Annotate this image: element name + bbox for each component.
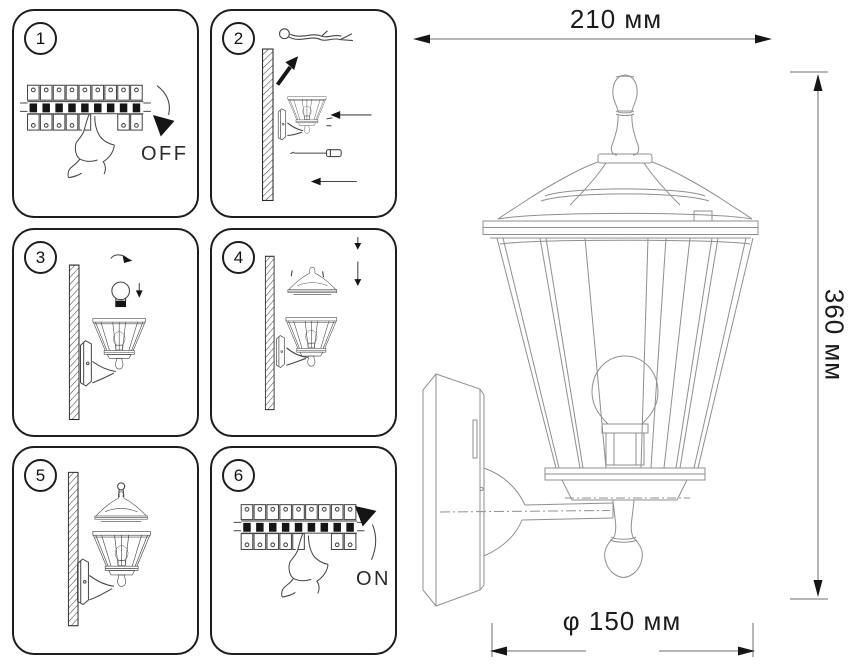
step-number: 6 xyxy=(233,465,244,485)
roof-lid-drawing xyxy=(287,266,338,295)
step1-breaker-off-drawing xyxy=(19,84,175,179)
step-number-badge: 3 xyxy=(24,241,57,274)
finial-drawing xyxy=(117,482,126,498)
breaker-strip-drawing xyxy=(233,504,365,598)
off-arrow-icon xyxy=(152,85,175,137)
roof-drawing xyxy=(482,161,759,239)
step-number-badge: 2 xyxy=(222,22,255,55)
mounting-plate-drawing xyxy=(77,558,114,606)
lantern-body-drawing xyxy=(92,530,151,587)
width-dimension-line xyxy=(413,34,772,44)
step6-breaker-on-drawing xyxy=(233,504,377,598)
lantern-body-drawing xyxy=(92,318,146,370)
step4-lid-drawing xyxy=(264,237,362,411)
height-dimension-line xyxy=(790,71,828,600)
width-dimension-label: 210 мм xyxy=(569,4,663,34)
step-panel-3: 3 xyxy=(12,228,199,437)
step-number: 3 xyxy=(35,247,46,267)
wall-section-drawing xyxy=(264,255,275,411)
step-panel-1: 1 OFF xyxy=(12,9,199,218)
lantern-technical-drawing xyxy=(413,34,828,657)
down-arrow-icon xyxy=(135,283,143,298)
wall-section-drawing xyxy=(68,264,80,421)
down-arrows-icon xyxy=(354,237,362,287)
off-label: OFF xyxy=(141,143,189,165)
step-panel-6: 6 ON xyxy=(210,446,397,655)
step-number-badge: 4 xyxy=(222,241,255,274)
step-number: 5 xyxy=(35,465,46,485)
screwdriver-icon xyxy=(290,149,342,158)
step-number: 1 xyxy=(35,28,46,48)
step-number: 4 xyxy=(233,247,244,267)
cage-body-drawing xyxy=(496,237,754,469)
push-arrow-icon xyxy=(330,111,372,119)
lid-screws-icon xyxy=(290,270,325,278)
wall-plate-drawing xyxy=(422,373,485,607)
lantern-body-drawing xyxy=(285,317,338,367)
wall-section-drawing xyxy=(67,471,79,627)
insert-arrow-icon xyxy=(310,177,357,186)
mounting-plate-drawing xyxy=(277,108,304,141)
on-arrow-icon xyxy=(354,505,377,561)
step2-mounting-drawing xyxy=(261,28,372,202)
diameter-dimension-label: φ 150 мм xyxy=(562,606,682,636)
step-number-badge: 6 xyxy=(222,459,255,492)
bulb-drawing xyxy=(591,355,659,466)
step-panel-5: 5 xyxy=(12,446,199,655)
step5-finished-lamp-drawing xyxy=(67,471,151,627)
bracket-arm-drawing xyxy=(439,467,614,557)
lift-arrow-icon xyxy=(275,56,299,86)
step-number: 2 xyxy=(233,28,244,48)
height-dimension-label: 360 мм xyxy=(819,288,850,382)
step-number-badge: 5 xyxy=(24,459,57,492)
step-number-badge: 1 xyxy=(24,22,57,55)
step-panel-4: 4 xyxy=(210,228,397,437)
bottom-assembly-drawing xyxy=(544,467,706,579)
lantern-body-drawing xyxy=(287,96,327,134)
breaker-strip-drawing xyxy=(19,84,152,179)
step-panel-2: 2 xyxy=(210,9,397,218)
technical-drawing-pane: 210 мм 360 мм φ 150 мм xyxy=(410,0,860,668)
rotate-arrow-icon xyxy=(110,254,133,264)
wall-section-drawing xyxy=(261,48,274,202)
mounting-plate-drawing xyxy=(80,340,116,387)
bulb-icon xyxy=(111,281,131,308)
mounting-plate-drawing xyxy=(276,335,308,369)
roof-drawing xyxy=(94,491,148,522)
on-label: ON xyxy=(356,568,391,590)
wire-icon xyxy=(278,28,353,42)
screws-icon xyxy=(326,117,333,127)
top-finial-drawing xyxy=(597,74,653,164)
step3-bulb-drawing xyxy=(68,254,146,421)
diameter-dimension-line xyxy=(490,623,755,657)
